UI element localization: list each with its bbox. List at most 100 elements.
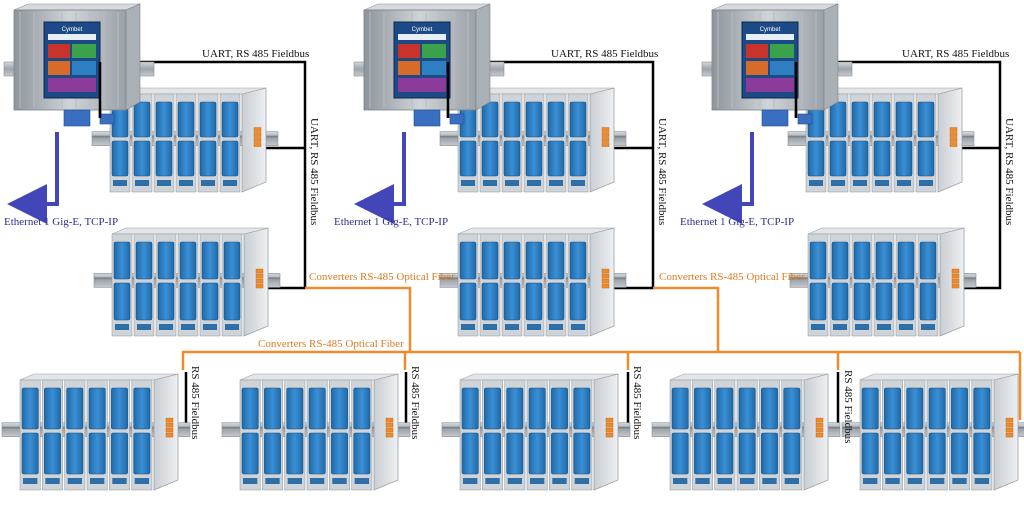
module-front-upper: [331, 387, 348, 430]
module-front-upper: [484, 387, 501, 430]
module-terminal: [159, 324, 173, 330]
module-front-lower: [528, 432, 546, 475]
orange-connector: [601, 278, 610, 284]
module-front-lower: [503, 282, 521, 321]
fiber-wire-1: [305, 286, 412, 352]
module-front-lower: [873, 140, 891, 177]
module-terminal: [332, 478, 347, 484]
orange-connector: [815, 422, 824, 428]
module-front-lower: [919, 282, 937, 321]
panel-side: [475, 3, 491, 111]
module-front-lower: [506, 432, 524, 475]
module-front-upper: [875, 241, 893, 280]
module-top: [669, 373, 829, 381]
module-front-upper: [917, 101, 935, 138]
module-front-upper: [21, 387, 39, 430]
module-rack-top-3: [787, 87, 975, 193]
module-front-upper: [135, 241, 153, 280]
module-front-upper: [895, 101, 913, 138]
module-terminal: [527, 324, 541, 330]
rs485-fieldbus-label-4: RS 485 Fieldbus: [842, 370, 854, 443]
fiber-label-3: Converters RS-485 Optical Fiber: [258, 338, 404, 350]
orange-connector: [385, 422, 394, 428]
module-front-upper: [241, 387, 259, 430]
panel-connector-block: [761, 109, 789, 127]
module-top: [457, 227, 615, 235]
panel-screen-tile: [770, 44, 794, 58]
module-front-upper: [573, 387, 591, 430]
module-front-lower: [951, 432, 968, 475]
module-front-lower: [111, 432, 128, 475]
module-front-upper: [111, 387, 128, 430]
module-front-lower: [133, 432, 151, 475]
orange-connector: [601, 142, 610, 147]
panel-screen-header: [398, 34, 446, 40]
orange-connector: [1005, 417, 1014, 423]
module-front-lower: [895, 140, 913, 177]
panel-screen-tile: [746, 44, 768, 58]
ethernet-arrow-1: [7, 132, 59, 224]
module-front-lower: [286, 432, 304, 475]
module-front-lower: [308, 432, 326, 475]
module-front-lower: [331, 432, 348, 475]
module-top: [859, 373, 1019, 381]
fiber-bus: [181, 350, 1020, 370]
module-terminal: [811, 324, 825, 330]
orange-connector: [253, 137, 262, 142]
module-front-upper: [829, 101, 847, 138]
module-front-upper: [155, 101, 173, 138]
module-front-lower: [861, 432, 879, 475]
panel-screen-tile: [48, 44, 70, 58]
orange-connector: [385, 427, 394, 433]
module-terminal: [225, 324, 239, 330]
orange-connector: [165, 432, 174, 438]
module-front-lower: [917, 140, 935, 177]
module-terminal: [90, 478, 105, 484]
panel-connector-block: [449, 113, 465, 125]
module-front-upper: [503, 241, 521, 280]
module-terminal: [863, 478, 878, 484]
module-front-upper: [884, 387, 901, 430]
module-front-lower: [481, 140, 499, 177]
module-front-lower: [928, 432, 946, 475]
ethernet-label-3: Ethernet 1 Gig-E, TCP-IP: [680, 216, 794, 228]
module-rack-mid-1: [93, 227, 281, 337]
module-front-upper: [223, 241, 241, 280]
panel-top: [711, 3, 839, 11]
module-top: [807, 227, 965, 235]
module-terminal: [549, 180, 563, 186]
orange-connector: [1005, 432, 1014, 438]
module-terminal: [157, 180, 171, 186]
module-terminal: [485, 478, 500, 484]
module-terminal: [135, 180, 149, 186]
panel-screen-tile: [48, 78, 96, 92]
module-terminal: [919, 180, 933, 186]
module-terminal: [505, 180, 519, 186]
module-front-lower: [807, 140, 825, 177]
module-terminal: [112, 478, 127, 484]
orange-connector: [165, 427, 174, 433]
module-front-lower: [738, 432, 756, 475]
module-front-lower: [135, 282, 153, 321]
module-front-lower: [547, 140, 565, 177]
module-terminal: [952, 478, 967, 484]
module-front-lower: [831, 282, 849, 321]
module-front-upper: [88, 387, 106, 430]
orange-connector: [949, 127, 958, 132]
module-terminal: [549, 324, 563, 330]
module-front-upper: [694, 387, 711, 430]
module-front-upper: [861, 387, 879, 430]
module-front-upper: [157, 241, 175, 280]
rs485-fieldbus-label-3: RS 485 Fieldbus: [631, 366, 643, 439]
module-terminal: [855, 324, 869, 330]
module-front-lower: [177, 140, 195, 177]
module-terminal: [762, 478, 777, 484]
orange-connector: [951, 273, 960, 279]
orange-connector: [951, 278, 960, 284]
module-terminal: [530, 478, 545, 484]
panel-brand: Cymbet: [412, 27, 433, 33]
module-front-upper: [569, 101, 587, 138]
orange-connector: [815, 417, 824, 423]
module-terminal: [831, 180, 845, 186]
